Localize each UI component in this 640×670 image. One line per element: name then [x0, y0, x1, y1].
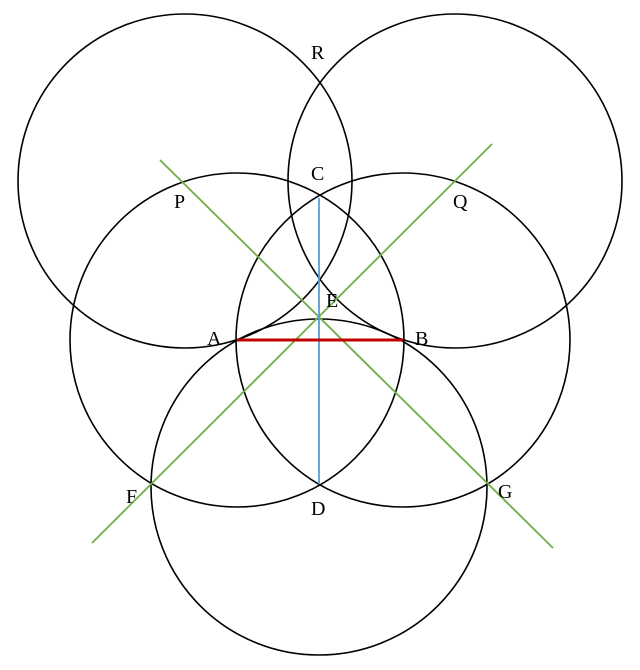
label-a: A [207, 328, 222, 350]
label-d: D [311, 498, 325, 520]
circle-center-b [235, 172, 571, 508]
label-q: Q [453, 191, 468, 213]
label-f: F [126, 486, 137, 508]
label-e: E [326, 290, 338, 312]
label-b: B [415, 328, 428, 350]
label-g: G [498, 481, 512, 503]
label-r: R [311, 42, 325, 64]
circle-center-a [69, 172, 405, 508]
bisector-line-qf [91, 143, 493, 544]
label-p: P [174, 191, 185, 213]
label-c: C [311, 163, 324, 185]
bisector-line-pg [159, 159, 554, 549]
